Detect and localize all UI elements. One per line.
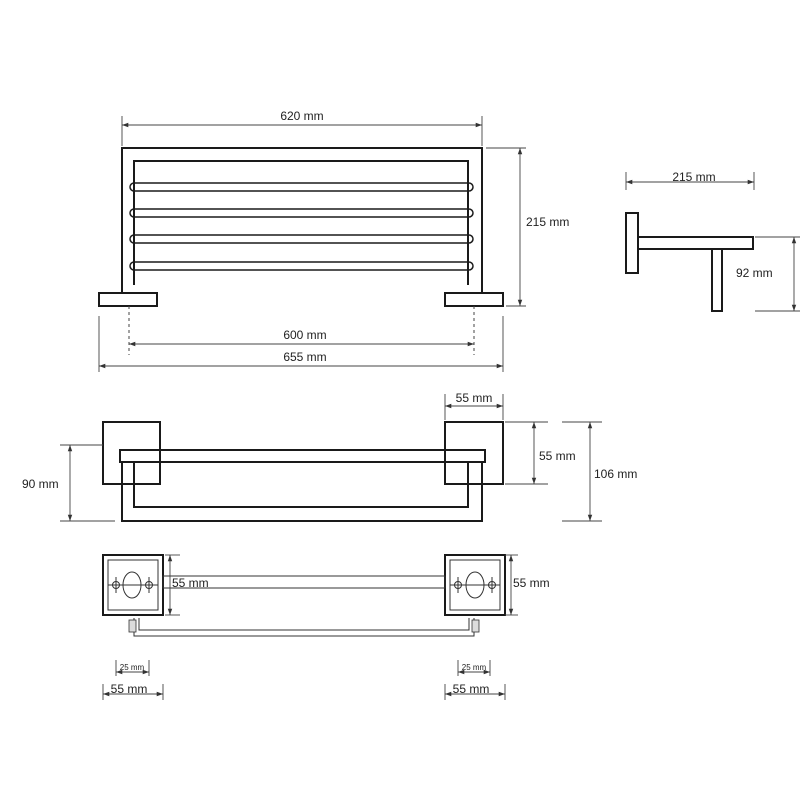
wall-view-lower-bar	[133, 618, 475, 637]
side-drop-bar	[711, 248, 723, 312]
dim-label-55-flange-height: 55 mm	[539, 449, 576, 463]
shelf-rod	[129, 182, 474, 192]
side-arm	[637, 236, 754, 250]
dim-label-55-left-width: 55 mm	[111, 682, 148, 696]
wall-view: 55 mm 55 mm 25 mm 25 mm 55 mm 55 mm	[102, 554, 550, 700]
wall-view-top-bar	[162, 575, 446, 589]
top-flange-right	[444, 421, 504, 485]
front-frame-inner	[133, 160, 469, 285]
dim-label-55-inner: 55 mm	[172, 576, 209, 590]
dim-label-215-height: 215 mm	[526, 215, 569, 229]
wall-view-lower-bar-inner	[138, 618, 470, 631]
top-inner-rail	[133, 462, 469, 508]
dim-label-215-depth: 215 mm	[672, 170, 715, 184]
set-screw-left	[128, 619, 137, 633]
dim-label-600: 600 mm	[283, 328, 326, 342]
dim-label-655: 655 mm	[283, 350, 326, 364]
front-frame-outer	[121, 147, 483, 293]
front-view: 620 mm 215 mm 600 mm 655 mm	[98, 109, 569, 372]
dim-label-620: 620 mm	[280, 109, 323, 123]
shelf-rod	[129, 234, 474, 244]
top-outer-rail	[121, 462, 483, 522]
top-flange-left	[102, 421, 161, 485]
top-front-bar	[119, 449, 486, 463]
shelf-rod	[129, 261, 474, 271]
dim-label-55-right-height: 55 mm	[513, 576, 550, 590]
dim-label-92: 92 mm	[736, 266, 773, 280]
front-shelf-rods	[129, 182, 474, 271]
set-screw-right	[471, 619, 480, 633]
top-view: 55 mm 55 mm 106 mm 90 mm	[22, 391, 637, 522]
dim-label-25-left: 25 mm	[120, 663, 145, 672]
dim-label-55-flange-width: 55 mm	[456, 391, 493, 405]
dim-label-55-right-width: 55 mm	[453, 682, 490, 696]
dim-label-25-right: 25 mm	[462, 663, 487, 672]
side-view: 215 mm 92 mm	[625, 170, 800, 312]
dim-label-106: 106 mm	[594, 467, 637, 481]
front-flange-left	[98, 292, 158, 307]
front-flange-right	[444, 292, 504, 307]
side-wall-plate	[625, 212, 639, 274]
dim-label-90: 90 mm	[22, 477, 59, 491]
shelf-rod	[129, 208, 474, 218]
